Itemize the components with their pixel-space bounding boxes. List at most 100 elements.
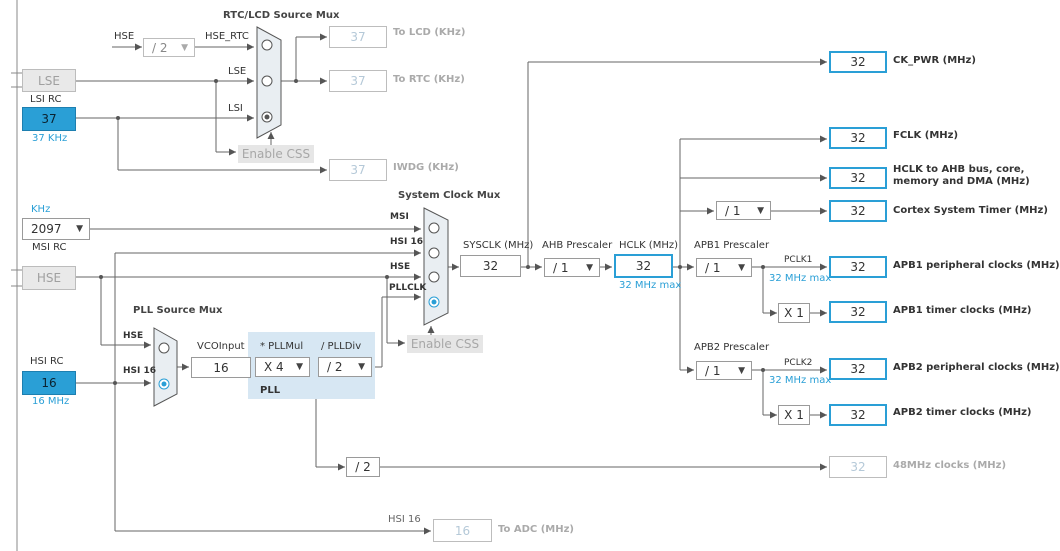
hse-rtc-divider-select[interactable]: / 2 ▼	[143, 38, 195, 57]
msi-unit: KHz	[31, 204, 51, 215]
lse-source[interactable]: LSE	[22, 69, 76, 92]
sysmux-hsi16-label: HSI 16	[390, 237, 424, 247]
chevron-down-icon: ▼	[757, 205, 764, 216]
pll-div-value: / 2	[327, 360, 343, 374]
apb2-prescaler-select[interactable]: / 1 ▼	[696, 361, 752, 380]
apb2-timer-multiplier: X 1	[778, 405, 810, 425]
cortex-timer-label: Cortex System Timer (MHz)	[893, 205, 1048, 216]
sysmux-hse-label: HSE	[390, 262, 411, 272]
apb1-prescaler-label: APB1 Prescaler	[694, 240, 770, 251]
apb2-max: 32 MHz max	[769, 375, 832, 386]
chevron-down-icon: ▼	[358, 362, 365, 372]
apb2-timer-value: 32	[829, 404, 887, 426]
adc-clock-value: 16	[433, 519, 492, 542]
ck-pwr-label: CK_PWR (MHz)	[893, 55, 976, 66]
rtc-clock-label: To RTC (KHz)	[393, 74, 465, 85]
rtc-mux-title: RTC/LCD Source Mux	[223, 10, 340, 21]
sys-enable-css-button[interactable]: Enable CSS	[407, 335, 483, 353]
rtc-clock-value: 37	[329, 70, 387, 92]
pll-div-label: / PLLDiv	[321, 341, 362, 352]
cortex-timer-divider-select[interactable]: / 1 ▼	[716, 201, 771, 220]
apb2-timer-label: APB2 timer clocks (MHz)	[893, 407, 1032, 418]
ahb-prescaler-label: AHB Prescaler	[542, 240, 613, 251]
apb1-timer-label: APB1 timer clocks (MHz)	[893, 305, 1032, 316]
apb2-periph-value: 32	[829, 358, 887, 380]
vco-input-value: 16	[191, 357, 251, 378]
vco-input-label: VCOInput	[197, 341, 245, 352]
adc-clock-label: To ADC (MHz)	[498, 524, 574, 535]
apb2-prescaler-label: APB2 Prescaler	[694, 342, 770, 353]
fclk-value: 32	[829, 127, 887, 149]
lsi-rc-freq: 37 KHz	[32, 133, 68, 144]
pll-mul-label: * PLLMul	[260, 341, 304, 352]
pllmux-hse-label: HSE	[123, 331, 144, 341]
msi-range-value: 2097	[31, 222, 62, 236]
usb48-label: 48MHz clocks (MHz)	[893, 460, 1007, 471]
pllmux-hsi16-label: HSI 16	[123, 366, 157, 376]
iwdg-clock-label: IWDG (KHz)	[393, 162, 459, 173]
apb1-periph-label: APB1 peripheral clocks (MHz)	[893, 260, 1060, 271]
hclk-max: 32 MHz max	[619, 280, 682, 291]
pll-div-select[interactable]: / 2 ▼	[318, 357, 372, 377]
fclk-label: FCLK (MHz)	[893, 130, 959, 141]
hclk-ahb-label-line2: memory and DMA (MHz)	[893, 176, 1030, 187]
chevron-down-icon: ▼	[586, 262, 593, 273]
rtc-hse-label: HSE	[114, 31, 135, 42]
apb2-periph-label: APB2 peripheral clocks (MHz)	[893, 362, 1060, 373]
pll-source-mux	[153, 327, 178, 407]
sysmux-pllclk-label: PLLCLK	[389, 283, 427, 293]
pll-source-mux-title: PLL Source Mux	[133, 305, 223, 316]
apb1-timer-value: 32	[829, 301, 887, 323]
apb1-prescaler-select[interactable]: / 1 ▼	[696, 258, 752, 277]
pclk1-label: PCLK1	[784, 255, 813, 265]
lcd-clock-value: 37	[329, 26, 387, 48]
hsi-rc-value[interactable]: 16	[22, 371, 76, 395]
hclk-ahb-value: 32	[829, 167, 887, 189]
chevron-down-icon: ▼	[181, 42, 188, 53]
system-clock-mux	[423, 207, 449, 326]
iwdg-clock-value: 37	[329, 159, 387, 181]
rtc-mux	[256, 26, 282, 139]
hsi-rc-freq: 16 MHz	[32, 396, 70, 407]
pll-mul-select[interactable]: X 4 ▼	[255, 357, 310, 377]
chevron-down-icon: ▼	[296, 362, 303, 372]
apb1-periph-value: 32	[829, 256, 887, 278]
rtc-lse-label: LSE	[228, 66, 247, 77]
pll-mul-value: X 4	[264, 360, 284, 374]
pll-label: PLL	[260, 385, 281, 396]
chevron-down-icon: ▼	[738, 365, 745, 376]
rtc-enable-css-button[interactable]: Enable CSS	[238, 145, 314, 163]
ahb-prescaler-select[interactable]: / 1 ▼	[544, 258, 600, 277]
hse-rtc-label: HSE_RTC	[205, 31, 249, 42]
cortex-timer-value: 32	[829, 200, 887, 222]
hsi-rc-title: HSI RC	[30, 356, 64, 367]
hclk-label: HCLK (MHz)	[619, 240, 679, 251]
cortex-timer-divider-value: / 1	[725, 203, 741, 218]
pclk2-label: PCLK2	[784, 358, 813, 368]
rtc-lsi-label: LSI	[228, 103, 243, 114]
msi-range-select[interactable]: 2097 ▼	[22, 218, 90, 240]
apb1-max: 32 MHz max	[769, 273, 832, 284]
usb-divider: / 2	[346, 457, 380, 477]
ahb-prescaler-value: / 1	[553, 260, 569, 275]
lcd-clock-label: To LCD (KHz)	[393, 27, 466, 38]
hclk-ahb-label-line1: HCLK to AHB bus, core,	[893, 164, 1025, 175]
apb1-prescaler-value: / 1	[705, 260, 721, 275]
sysmux-msi-label: MSI	[390, 212, 409, 222]
msi-rc-title: MSI RC	[32, 242, 67, 253]
sysclk-value: 32	[460, 255, 521, 277]
sysclk-label: SYSCLK (MHz)	[463, 240, 534, 251]
apb1-timer-multiplier: X 1	[778, 303, 810, 323]
ck-pwr-value: 32	[829, 51, 887, 73]
chevron-down-icon: ▼	[738, 262, 745, 273]
hse-rtc-divider-value: / 2	[152, 40, 168, 55]
hse-source[interactable]: HSE	[22, 266, 76, 290]
usb48-value: 32	[829, 456, 887, 478]
lsi-rc-title: LSI RC	[30, 94, 62, 105]
lsi-rc-value[interactable]: 37	[22, 107, 76, 131]
system-clock-mux-title: System Clock Mux	[398, 190, 501, 201]
hclk-value-input[interactable]: 32	[614, 254, 673, 278]
adc-hsi16-label: HSI 16	[388, 514, 421, 525]
apb2-prescaler-value: / 1	[705, 363, 721, 378]
